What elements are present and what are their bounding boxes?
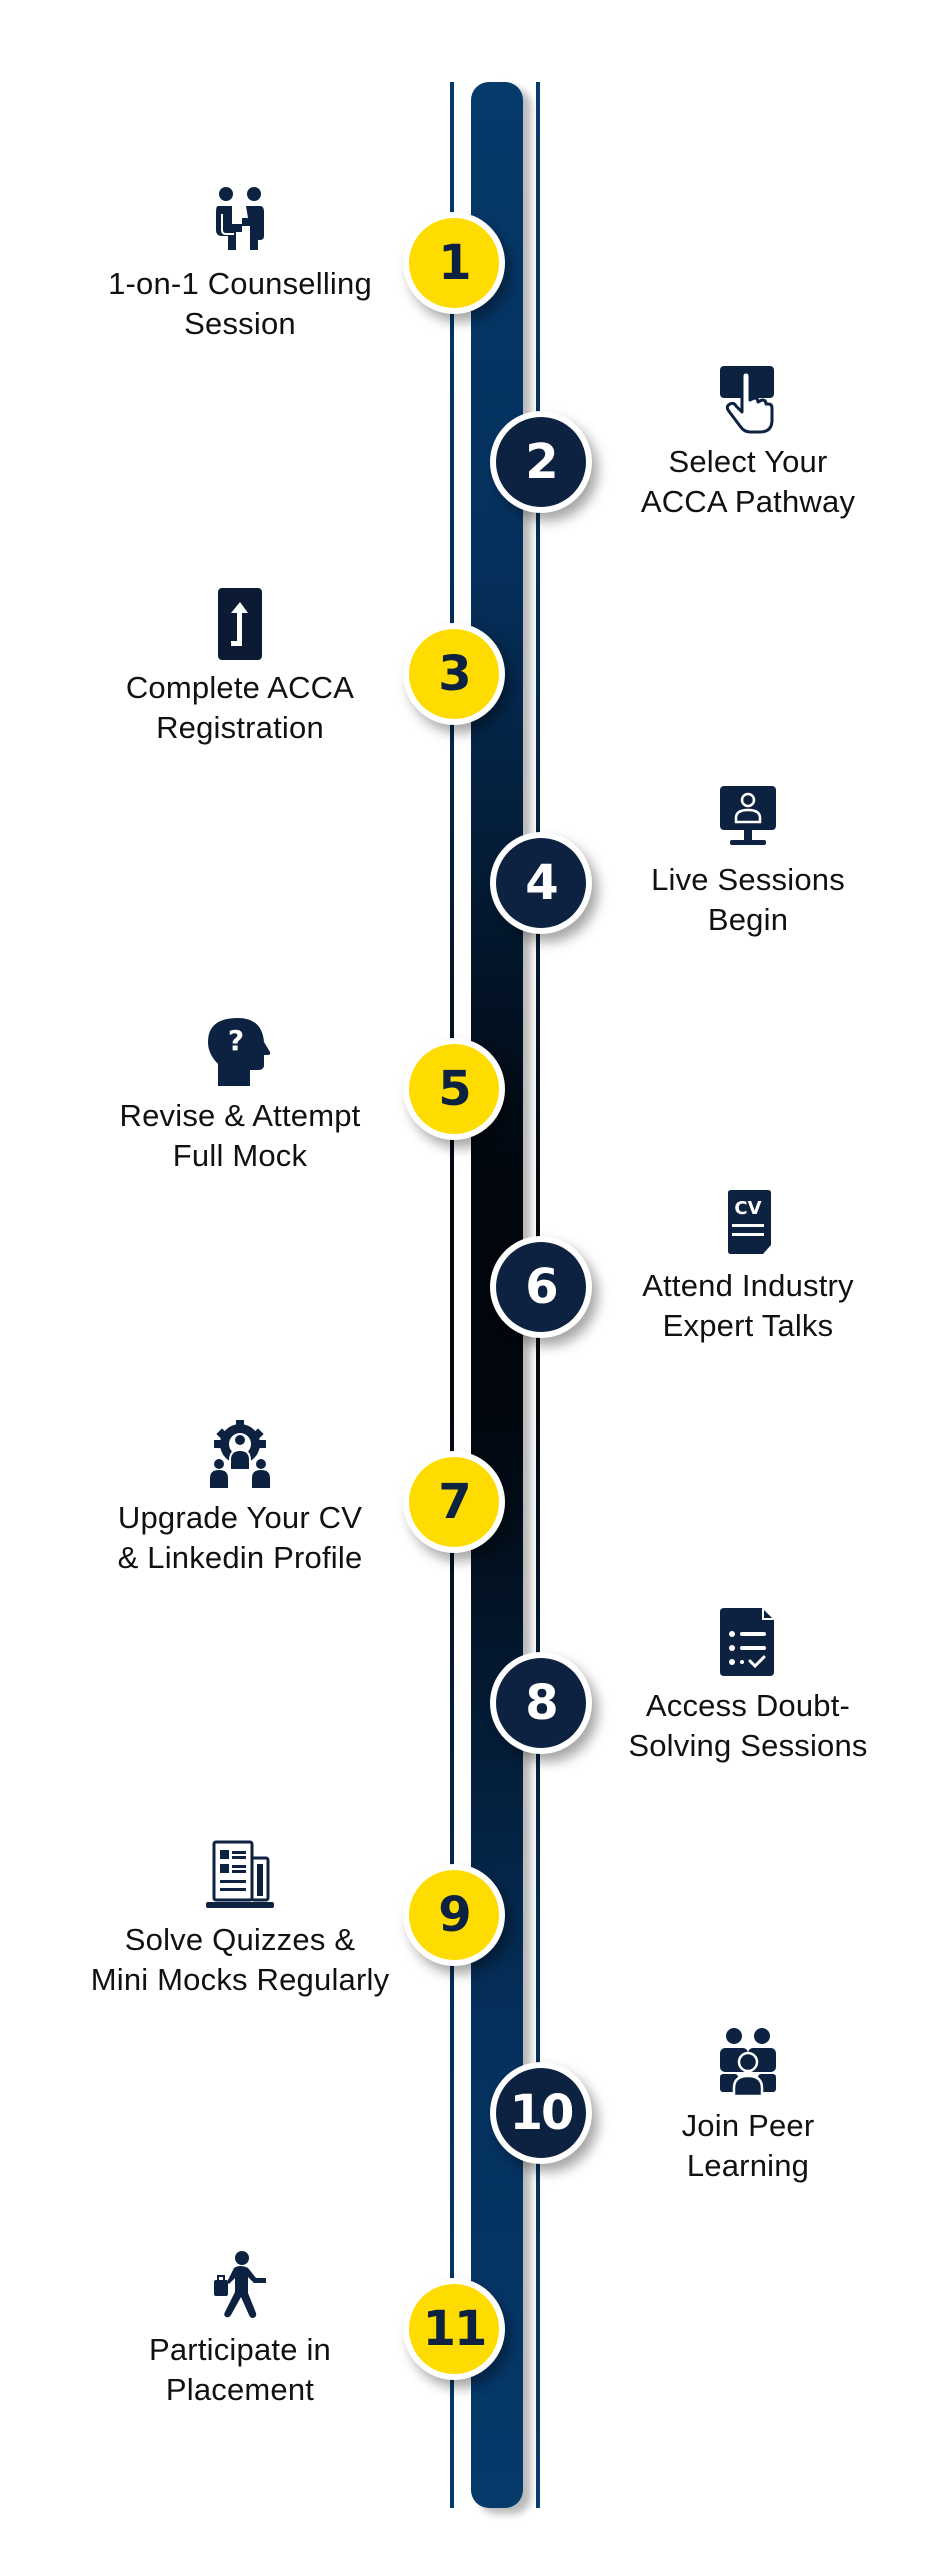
walking-businessman-icon	[214, 2251, 266, 2318]
step-3-badge: 3	[409, 629, 499, 719]
step-8-label-line-1: Access Doubt-	[645, 1688, 851, 1723]
step-5: ? Revise & Attempt Full Mock	[60, 1016, 420, 1176]
step-3-label: Complete ACCA Registration	[60, 668, 420, 748]
tap-finger-icon	[720, 366, 774, 434]
step-4: Live Sessions Begin	[568, 780, 928, 940]
step-7-badge: 7	[409, 1457, 499, 1547]
step-8-label-line-2: Solving Sessions	[628, 1728, 868, 1763]
step-2: Select Your ACCA Pathway	[568, 362, 928, 522]
step-7-label: Upgrade Your CV & Linkedin Profile	[60, 1498, 420, 1578]
step-7-label-line-1: Upgrade Your CV	[117, 1500, 363, 1535]
step-10: Join Peer Learning	[568, 2026, 928, 2186]
step-4-label-line-2: Begin	[707, 902, 789, 937]
svg-text:CV: CV	[734, 1198, 761, 1219]
quiz-laptop-icon	[206, 1840, 274, 1908]
step-6-badge: 6	[496, 1242, 586, 1332]
peer-group-icon	[720, 2028, 776, 2098]
step-11-label: Participate in Placement	[60, 2330, 420, 2410]
step-7: Upgrade Your CV & Linkedin Profile	[60, 1418, 420, 1578]
step-9: Solve Quizzes & Mini Mocks Regularly	[60, 1840, 420, 2000]
step-11-label-line-2: Placement	[165, 2372, 315, 2407]
step-10-label-line-1: Join Peer	[681, 2108, 815, 2143]
step-9-badge: 9	[409, 1870, 499, 1960]
registration-arrow-icon	[218, 588, 262, 660]
team-gear-icon	[210, 1420, 270, 1488]
step-10-label: Join Peer Learning	[568, 2106, 928, 2186]
step-9-label: Solve Quizzes & Mini Mocks Regularly	[60, 1920, 420, 2000]
step-2-label: Select Your ACCA Pathway	[568, 442, 928, 522]
step-1-label-line-2: Session	[184, 306, 296, 341]
step-4-badge: 4	[496, 838, 586, 928]
step-3-label-line-1: Complete ACCA	[125, 670, 355, 705]
step-2-label-line-2: ACCA Pathway	[640, 484, 856, 519]
counselling-icon	[216, 187, 264, 250]
step-8: Access Doubt- Solving Sessions	[568, 1606, 928, 1766]
step-6-label-line-1: Attend Industry	[642, 1268, 854, 1303]
step-1-label: 1-on-1 Counselling Session	[60, 264, 420, 344]
step-1-badge: 1	[409, 218, 499, 308]
step-3: Complete ACCA Registration	[60, 588, 420, 748]
head-question-icon: ?	[208, 1018, 271, 1086]
checklist-document-icon	[720, 1608, 774, 1676]
step-11-label-line-1: Participate in	[148, 2332, 331, 2367]
step-3-label-line-2: Registration	[156, 710, 324, 745]
step-4-label: Live Sessions Begin	[568, 860, 928, 940]
step-7-label-line-2: & Linkedin Profile	[117, 1540, 363, 1575]
step-2-label-line-1: Select Your	[668, 444, 828, 479]
live-session-monitor-icon	[720, 786, 776, 845]
step-5-badge: 5	[409, 1044, 499, 1134]
step-6-label-line-2: Expert Talks	[662, 1308, 834, 1343]
step-6-label: Attend Industry Expert Talks	[568, 1266, 928, 1346]
step-11-badge: 11	[409, 2284, 499, 2374]
step-6: CV Attend Industry Expert Talks	[568, 1186, 928, 1346]
step-9-label-line-2: Mini Mocks Regularly	[90, 1962, 390, 1997]
step-2-badge: 2	[496, 417, 586, 507]
cv-document-icon: CV	[728, 1190, 771, 1254]
step-8-label: Access Doubt- Solving Sessions	[568, 1686, 928, 1766]
step-8-badge: 8	[496, 1658, 586, 1748]
step-5-label-line-2: Full Mock	[172, 1138, 308, 1173]
step-1: 1-on-1 Counselling Session	[60, 184, 420, 344]
step-1-label-line-1: 1-on-1 Counselling	[108, 266, 372, 301]
step-5-label-line-1: Revise & Attempt	[119, 1098, 361, 1133]
step-10-label-line-2: Learning	[686, 2148, 810, 2183]
svg-text:?: ?	[228, 1024, 244, 1057]
step-4-label-line-1: Live Sessions	[651, 862, 845, 897]
step-9-label-line-1: Solve Quizzes &	[124, 1922, 356, 1957]
step-10-badge: 10	[496, 2068, 586, 2158]
step-5-label: Revise & Attempt Full Mock	[60, 1096, 420, 1176]
step-11: Participate in Placement	[60, 2250, 420, 2410]
timeline-rail-left	[450, 82, 454, 2508]
